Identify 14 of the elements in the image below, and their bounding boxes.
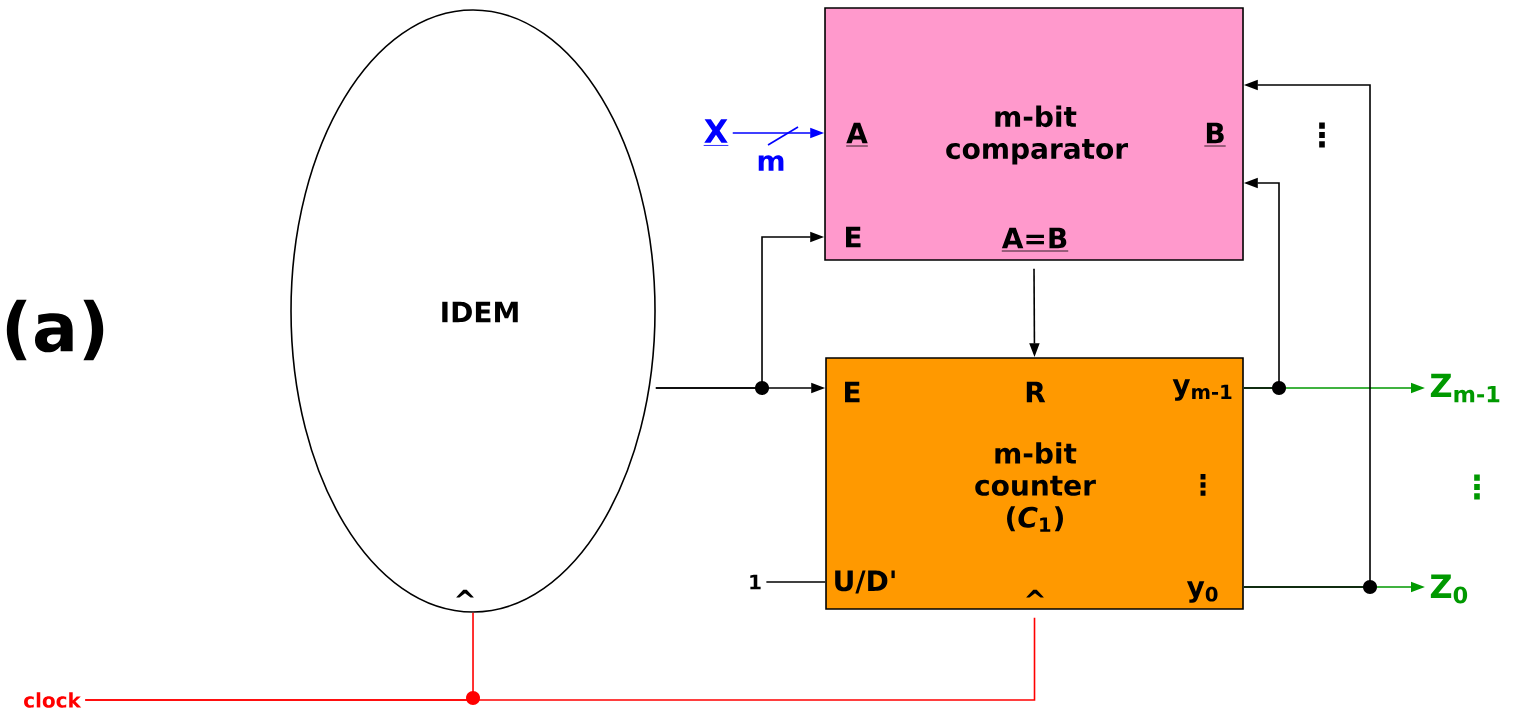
connector-line	[84, 617, 1036, 701]
input-label: X	[703, 119, 729, 146]
comparator-box: A m-bit comparator B E A=B	[824, 7, 1244, 261]
ellipsis-dots: ⋮	[1474, 474, 1480, 500]
edge-label: m	[758, 155, 784, 171]
connector-line	[765, 581, 826, 583]
output-label: Z$_{0}$	[1430, 574, 1468, 604]
output-label: Z$_{m-1}$	[1430, 373, 1500, 403]
oval-block: IDEM ^	[290, 9, 656, 613]
ellipsis-dots: ⋮	[1319, 122, 1325, 148]
panel-label: (a)	[6, 299, 104, 361]
counter-box: E R y$_{m-1}$ m-bit counter (C$_{1}$) ⋮ U/D' ^ y$_{0}$	[825, 357, 1244, 610]
input-label: 1	[750, 574, 761, 590]
clock-label: clock	[24, 692, 82, 708]
